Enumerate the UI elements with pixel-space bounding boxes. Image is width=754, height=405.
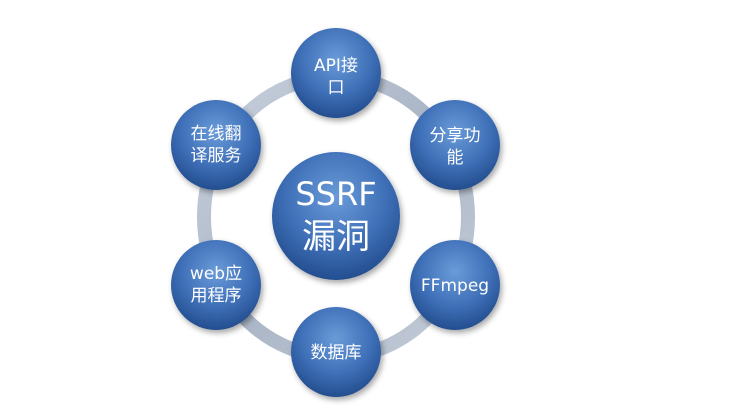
node-translate [171,100,261,190]
node-ffmpeg-label: FFmpeg [421,276,489,296]
node-share-label-1: 分享功 [430,126,481,146]
node-translate-label-1: 在线翻 [191,124,242,144]
center-node [272,152,400,280]
node-database-label: 数据库 [311,343,362,363]
node-webapp [171,240,261,330]
node-api-label-2: 口 [328,78,345,98]
node-translate-label-2: 译服务 [191,146,242,166]
node-api [291,28,381,118]
node-share [410,100,500,190]
center-subtitle: 漏洞 [302,217,370,257]
node-api-label-1: API接 [314,56,358,76]
node-ffmpeg [410,240,500,330]
node-webapp-label-1: web应 [190,264,242,284]
node-share-label-2: 能 [447,148,464,168]
node-database [291,307,381,397]
node-webapp-label-2: 用程序 [191,286,242,306]
center-title: SSRF [295,175,376,213]
